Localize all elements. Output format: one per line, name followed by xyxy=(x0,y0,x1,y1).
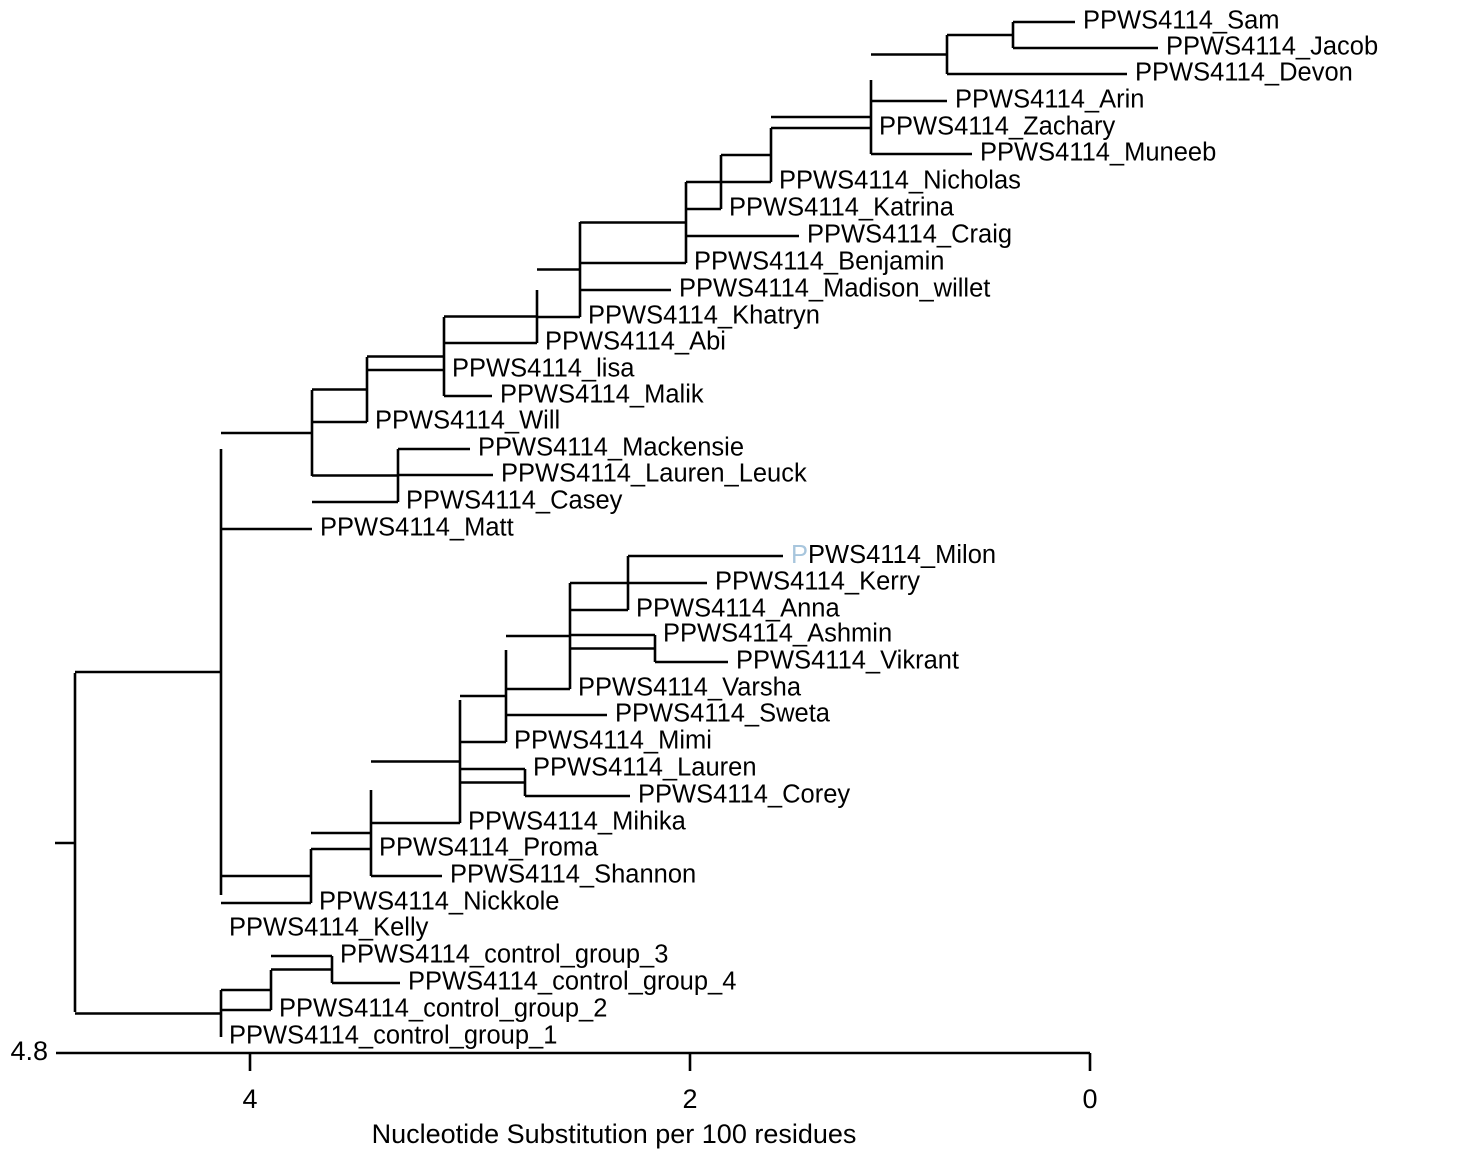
axis-tick-label: 0 xyxy=(1082,1084,1097,1114)
tree-branches xyxy=(55,20,1158,1037)
tip-label: PPWS4114_Khatryn xyxy=(588,302,820,330)
tip-label: PPWS4114_Mihika xyxy=(468,808,687,836)
tip-label: PPWS4114_Corey xyxy=(638,781,850,809)
tip-label: PPWS4114_control_group_4 xyxy=(408,968,736,996)
tip-label: PPWS4114_Malik xyxy=(500,381,704,409)
tip-label: PPWS4114_Sweta xyxy=(615,700,831,728)
tip-label: PPWS4114_Mackensie xyxy=(478,434,744,462)
axis-root-label: 4.8 xyxy=(10,1036,48,1066)
axis-tick-label: 4 xyxy=(242,1084,257,1114)
axis-title: Nucleotide Substitution per 100 residues xyxy=(372,1119,857,1149)
tip-label: PPWS4114_Casey xyxy=(406,487,623,515)
tip-label: PPWS4114_Anna xyxy=(636,595,840,623)
tip-label: PPWS4114_Shannon xyxy=(450,861,696,889)
tip-label: PPWS4114_Sam xyxy=(1083,7,1280,35)
tip-labels: PPWS4114_SamPPWS4114_JacobPPWS4114_Devon… xyxy=(229,7,1378,1050)
tip-label: PPWS4114_Lauren xyxy=(533,754,757,782)
tip-label: PPWS4114_Varsha xyxy=(578,674,802,702)
tip-label: PPWS4114_Vikrant xyxy=(736,647,959,675)
tip-label: PPWS4114_Jacob xyxy=(1166,33,1378,61)
axis-tick-label: 2 xyxy=(682,1084,697,1114)
tip-label: PPWS4114_Abi xyxy=(545,328,726,356)
tip-label: PPWS4114_Benjamin xyxy=(694,248,944,276)
tip-label: PPWS4114_Kelly xyxy=(229,914,429,942)
tip-label: PPWS4114_Arin xyxy=(955,86,1144,114)
tip-label: PPWS4114_Lauren_Leuck xyxy=(501,460,807,488)
tip-label: PPWS4114_Will xyxy=(375,407,560,435)
tip-label: PPWS4114_Craig xyxy=(807,221,1012,249)
tip-label-highlighted: PPWS4114_Milon xyxy=(791,541,996,569)
tip-label: PPWS4114_Mimi xyxy=(514,727,712,755)
tip-label: PPWS4114_Zachary xyxy=(879,113,1115,141)
tip-label: PPWS4114_Ashmin xyxy=(663,620,892,648)
tip-label: PPWS4114_control_group_2 xyxy=(279,995,607,1023)
tip-label: PPWS4114_Muneeb xyxy=(980,139,1216,167)
tip-label: PPWS4114_Proma xyxy=(379,834,599,862)
tip-label: PPWS4114_Matt xyxy=(320,514,514,542)
tip-label: PPWS4114_Devon xyxy=(1135,59,1353,87)
tip-label: PPWS4114_Madison_willet xyxy=(679,275,990,303)
tip-label: PPWS4114_lisa xyxy=(452,355,635,383)
tip-label: PPWS4114_control_group_3 xyxy=(340,941,668,969)
tip-label: PPWS4114_Nickkole xyxy=(319,888,559,916)
tip-label: PPWS4114_control_group_1 xyxy=(229,1022,557,1050)
tip-label: PPWS4114_Katrina xyxy=(729,194,955,222)
tip-label: PPWS4114_Nicholas xyxy=(779,167,1021,195)
tip-label: PPWS4114_Kerry xyxy=(715,568,920,596)
